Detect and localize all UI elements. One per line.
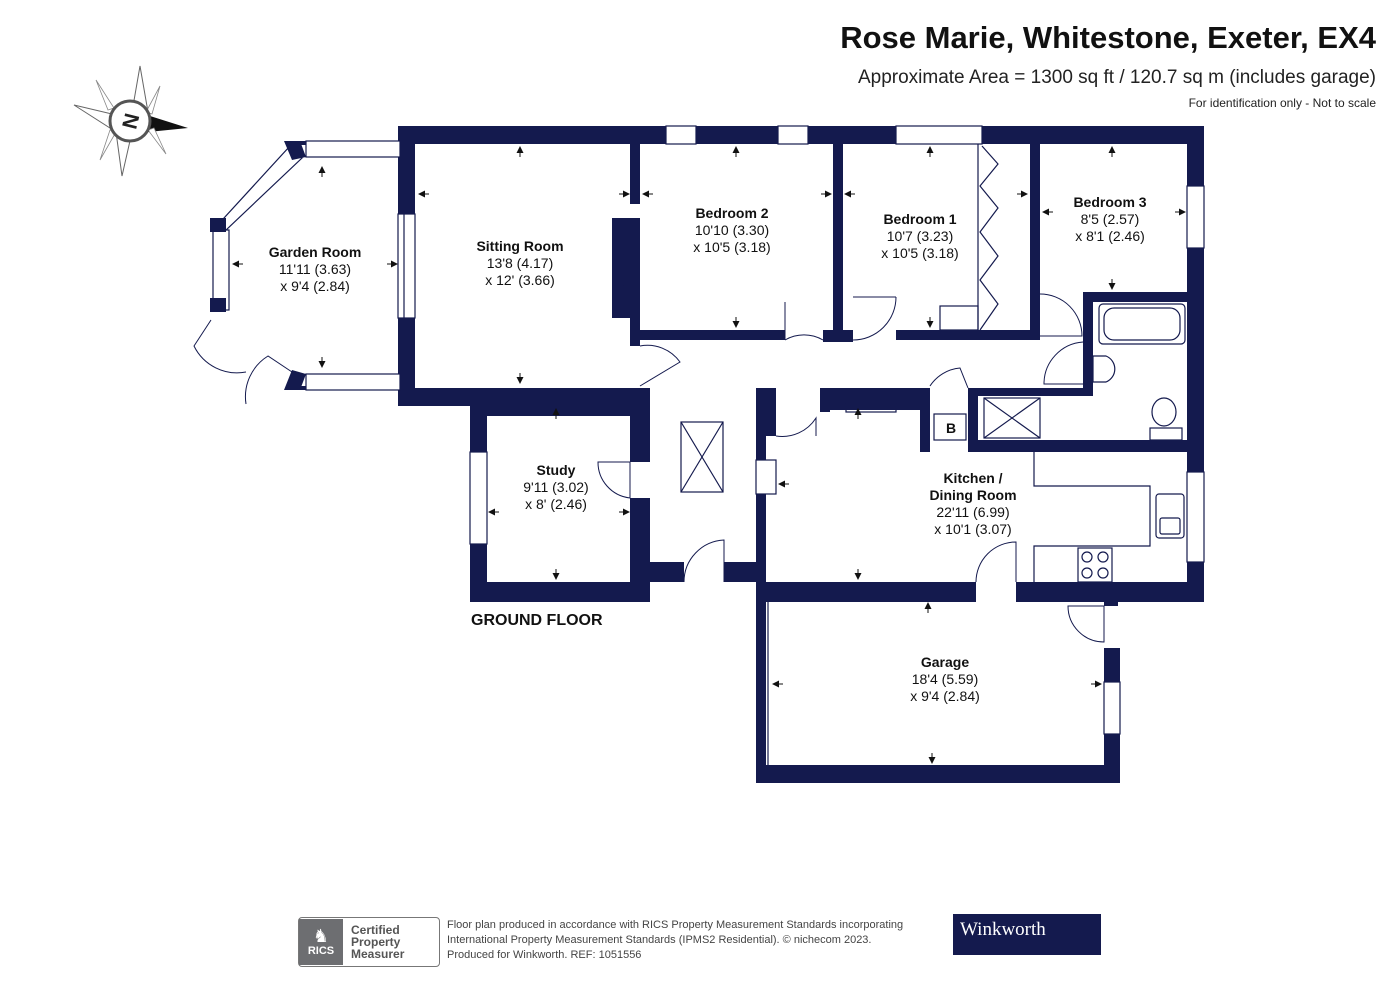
dimension-arrow: [1179, 208, 1186, 216]
dimension-arrow: [391, 260, 398, 268]
dimension-arrow: [732, 146, 740, 153]
room-name: Sitting Room: [476, 238, 563, 254]
room-name: Bedroom 1: [883, 211, 956, 227]
dimension-arrow: [1021, 190, 1028, 198]
room-dimension: x 8' (2.46): [525, 496, 587, 512]
dimension-arrow: [552, 573, 560, 580]
room-garage: Garage 18'4 (5.59) x 9'4 (2.84): [910, 654, 980, 704]
dimension-arrow: [926, 146, 934, 153]
dimension-arrow: [623, 190, 630, 198]
room-dimension: 22'11 (6.99): [936, 504, 1009, 520]
room-name: Dining Room: [929, 487, 1016, 503]
room-name: Garden Room: [269, 244, 362, 260]
dimension-arrow: [318, 361, 326, 368]
dimension-arrow: [1108, 146, 1116, 153]
room-dimension: x 12' (3.66): [485, 272, 555, 288]
room-dimension: 10'10 (3.30): [695, 222, 769, 238]
dimension-arrow: [1095, 680, 1102, 688]
dimension-arrow: [924, 602, 932, 609]
dimension-arrow: [854, 573, 862, 580]
dimension-arrows: [232, 146, 1186, 764]
room-name: Bedroom 2: [695, 205, 768, 221]
dimension-arrow: [516, 146, 524, 153]
doors: [193, 293, 1105, 643]
dimension-arrow: [232, 260, 239, 268]
dimension-arrow: [623, 508, 630, 516]
dimension-arrow: [844, 190, 851, 198]
compass-label: N: [118, 111, 144, 131]
room-dimension: x 10'5 (3.18): [881, 245, 958, 261]
fixtures: [403, 144, 1186, 765]
room-dimension: 18'4 (5.59): [912, 671, 979, 687]
room-study: Study 9'11 (3.02) x 8' (2.46): [523, 462, 588, 512]
dimension-arrow: [418, 190, 425, 198]
room-name: Study: [537, 462, 576, 478]
room-dimension: x 10'1 (3.07): [934, 521, 1011, 537]
footer-line: International Property Measurement Stand…: [447, 934, 872, 946]
rics-symbol: RICS: [307, 945, 335, 957]
room-garden-room: Garden Room 11'11 (3.63) x 9'4 (2.84): [269, 244, 362, 294]
room-dimension: x 9'4 (2.84): [910, 688, 980, 704]
dimension-arrow: [552, 408, 560, 415]
dimension-arrow: [854, 408, 862, 415]
dimension-arrow: [516, 377, 524, 384]
rics-logo-icon: ♞ RICS: [299, 919, 343, 965]
room-bedroom-1: Bedroom 1 10'7 (3.23) x 10'5 (3.18): [881, 211, 958, 261]
room-bedroom-3: Bedroom 3 8'5 (2.57) x 8'1 (2.46): [1073, 194, 1146, 244]
dimension-arrow: [772, 680, 779, 688]
dimension-arrow: [318, 166, 326, 173]
footer-line: Produced for Winkworth. REF: 1051556: [447, 949, 642, 961]
room-dimension: 11'11 (3.63): [279, 261, 351, 277]
room-name: Bedroom 3: [1073, 194, 1146, 210]
boiler-label: B: [946, 420, 956, 436]
room-dimension: x 10'5 (3.18): [693, 239, 770, 255]
room-dimension: 8'5 (2.57): [1081, 211, 1140, 227]
dimension-arrow: [928, 757, 936, 764]
floor-label: GROUND FLOOR: [471, 612, 603, 629]
room-dimension: 13'8 (4.17): [487, 255, 554, 271]
rics-line: Measurer: [351, 947, 405, 961]
footer-notice: Floor plan produced in accordance with R…: [447, 918, 947, 963]
room-name: Garage: [921, 654, 969, 670]
room-sitting-room: Sitting Room 13'8 (4.17) x 12' (3.66): [476, 238, 563, 288]
compass-icon: N: [73, 65, 188, 177]
room-kitchen-dining: Kitchen / Dining Room 22'11 (6.99) x 10'…: [929, 470, 1016, 537]
dimension-arrow: [926, 321, 934, 328]
dimension-arrow: [778, 480, 785, 488]
room-dimension: 9'11 (3.02): [523, 479, 588, 495]
footer-line: Floor plan produced in accordance with R…: [447, 919, 904, 931]
rics-certified-badge: ♞ RICS Certified Property Measurer: [298, 917, 440, 967]
page-title: Rose Marie, Whitestone, Exeter, EX4: [840, 20, 1376, 55]
dimension-arrow: [488, 508, 495, 516]
winkworth-logo: Winkworth: [953, 914, 1101, 955]
disclaimer: For identification only - Not to scale: [1188, 96, 1376, 110]
dimension-arrow: [732, 321, 740, 328]
dimension-arrow: [825, 190, 832, 198]
room-dimension: 10'7 (3.23): [887, 228, 954, 244]
room-name: Kitchen /: [943, 470, 1002, 486]
windows: [210, 125, 1205, 735]
rics-line: Certified: [351, 923, 400, 937]
room-dimension: x 9'4 (2.84): [280, 278, 350, 294]
dimension-arrow: [1042, 208, 1049, 216]
approximate-area: Approximate Area = 1300 sq ft / 120.7 sq…: [857, 67, 1376, 88]
room-bedroom-2: Bedroom 2 10'10 (3.30) x 10'5 (3.18): [693, 205, 770, 255]
rics-line: Property: [351, 935, 401, 949]
room-dimension: x 8'1 (2.46): [1075, 228, 1145, 244]
rics-text: Certified Property Measurer: [343, 924, 404, 960]
dimension-arrow: [1108, 283, 1116, 290]
dimension-arrow: [642, 190, 649, 198]
